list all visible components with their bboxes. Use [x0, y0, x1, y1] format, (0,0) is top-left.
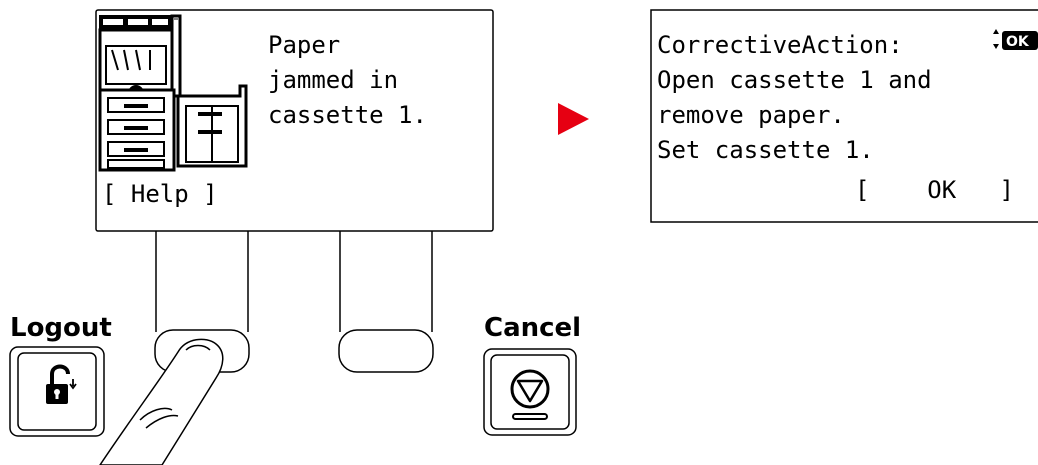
help-softkey-label[interactable]: [ Help ]	[102, 180, 218, 208]
corrective-action-title: CorrectiveAction:	[657, 31, 903, 59]
logout-key[interactable]: Logout	[9, 313, 112, 437]
cancel-key[interactable]: Cancel	[483, 313, 581, 436]
printer-machine-icon	[98, 14, 248, 172]
jam-message-line-2: jammed in	[268, 66, 398, 94]
scroll-ok-badge: OK	[1006, 34, 1030, 50]
logout-label: Logout	[10, 313, 112, 343]
instruction-line-1: Open cassette 1 and	[657, 66, 932, 94]
right-lcd-panel: CorrectiveAction: OK Open cassette 1 and…	[650, 9, 1038, 223]
instruction-line-2: remove paper.	[657, 101, 845, 129]
left-lcd-panel: Paper jammed in cassette 1. [ Help ]	[95, 9, 494, 232]
cancel-label: Cancel	[484, 313, 581, 343]
ok-softkey-label[interactable]: [ OK ]	[855, 176, 1014, 204]
jam-message-line-3: cassette 1.	[268, 101, 427, 129]
jam-message-line-1: Paper	[268, 31, 340, 59]
stop-icon	[510, 369, 550, 420]
unlock-icon	[46, 364, 77, 404]
instruction-line-3: Set cassette 1.	[657, 136, 874, 164]
right-soft-key[interactable]	[338, 329, 434, 373]
transition-arrow-icon	[558, 103, 589, 135]
pressing-finger-icon	[99, 338, 224, 465]
scroll-ok-icon: OK	[993, 29, 1038, 50]
